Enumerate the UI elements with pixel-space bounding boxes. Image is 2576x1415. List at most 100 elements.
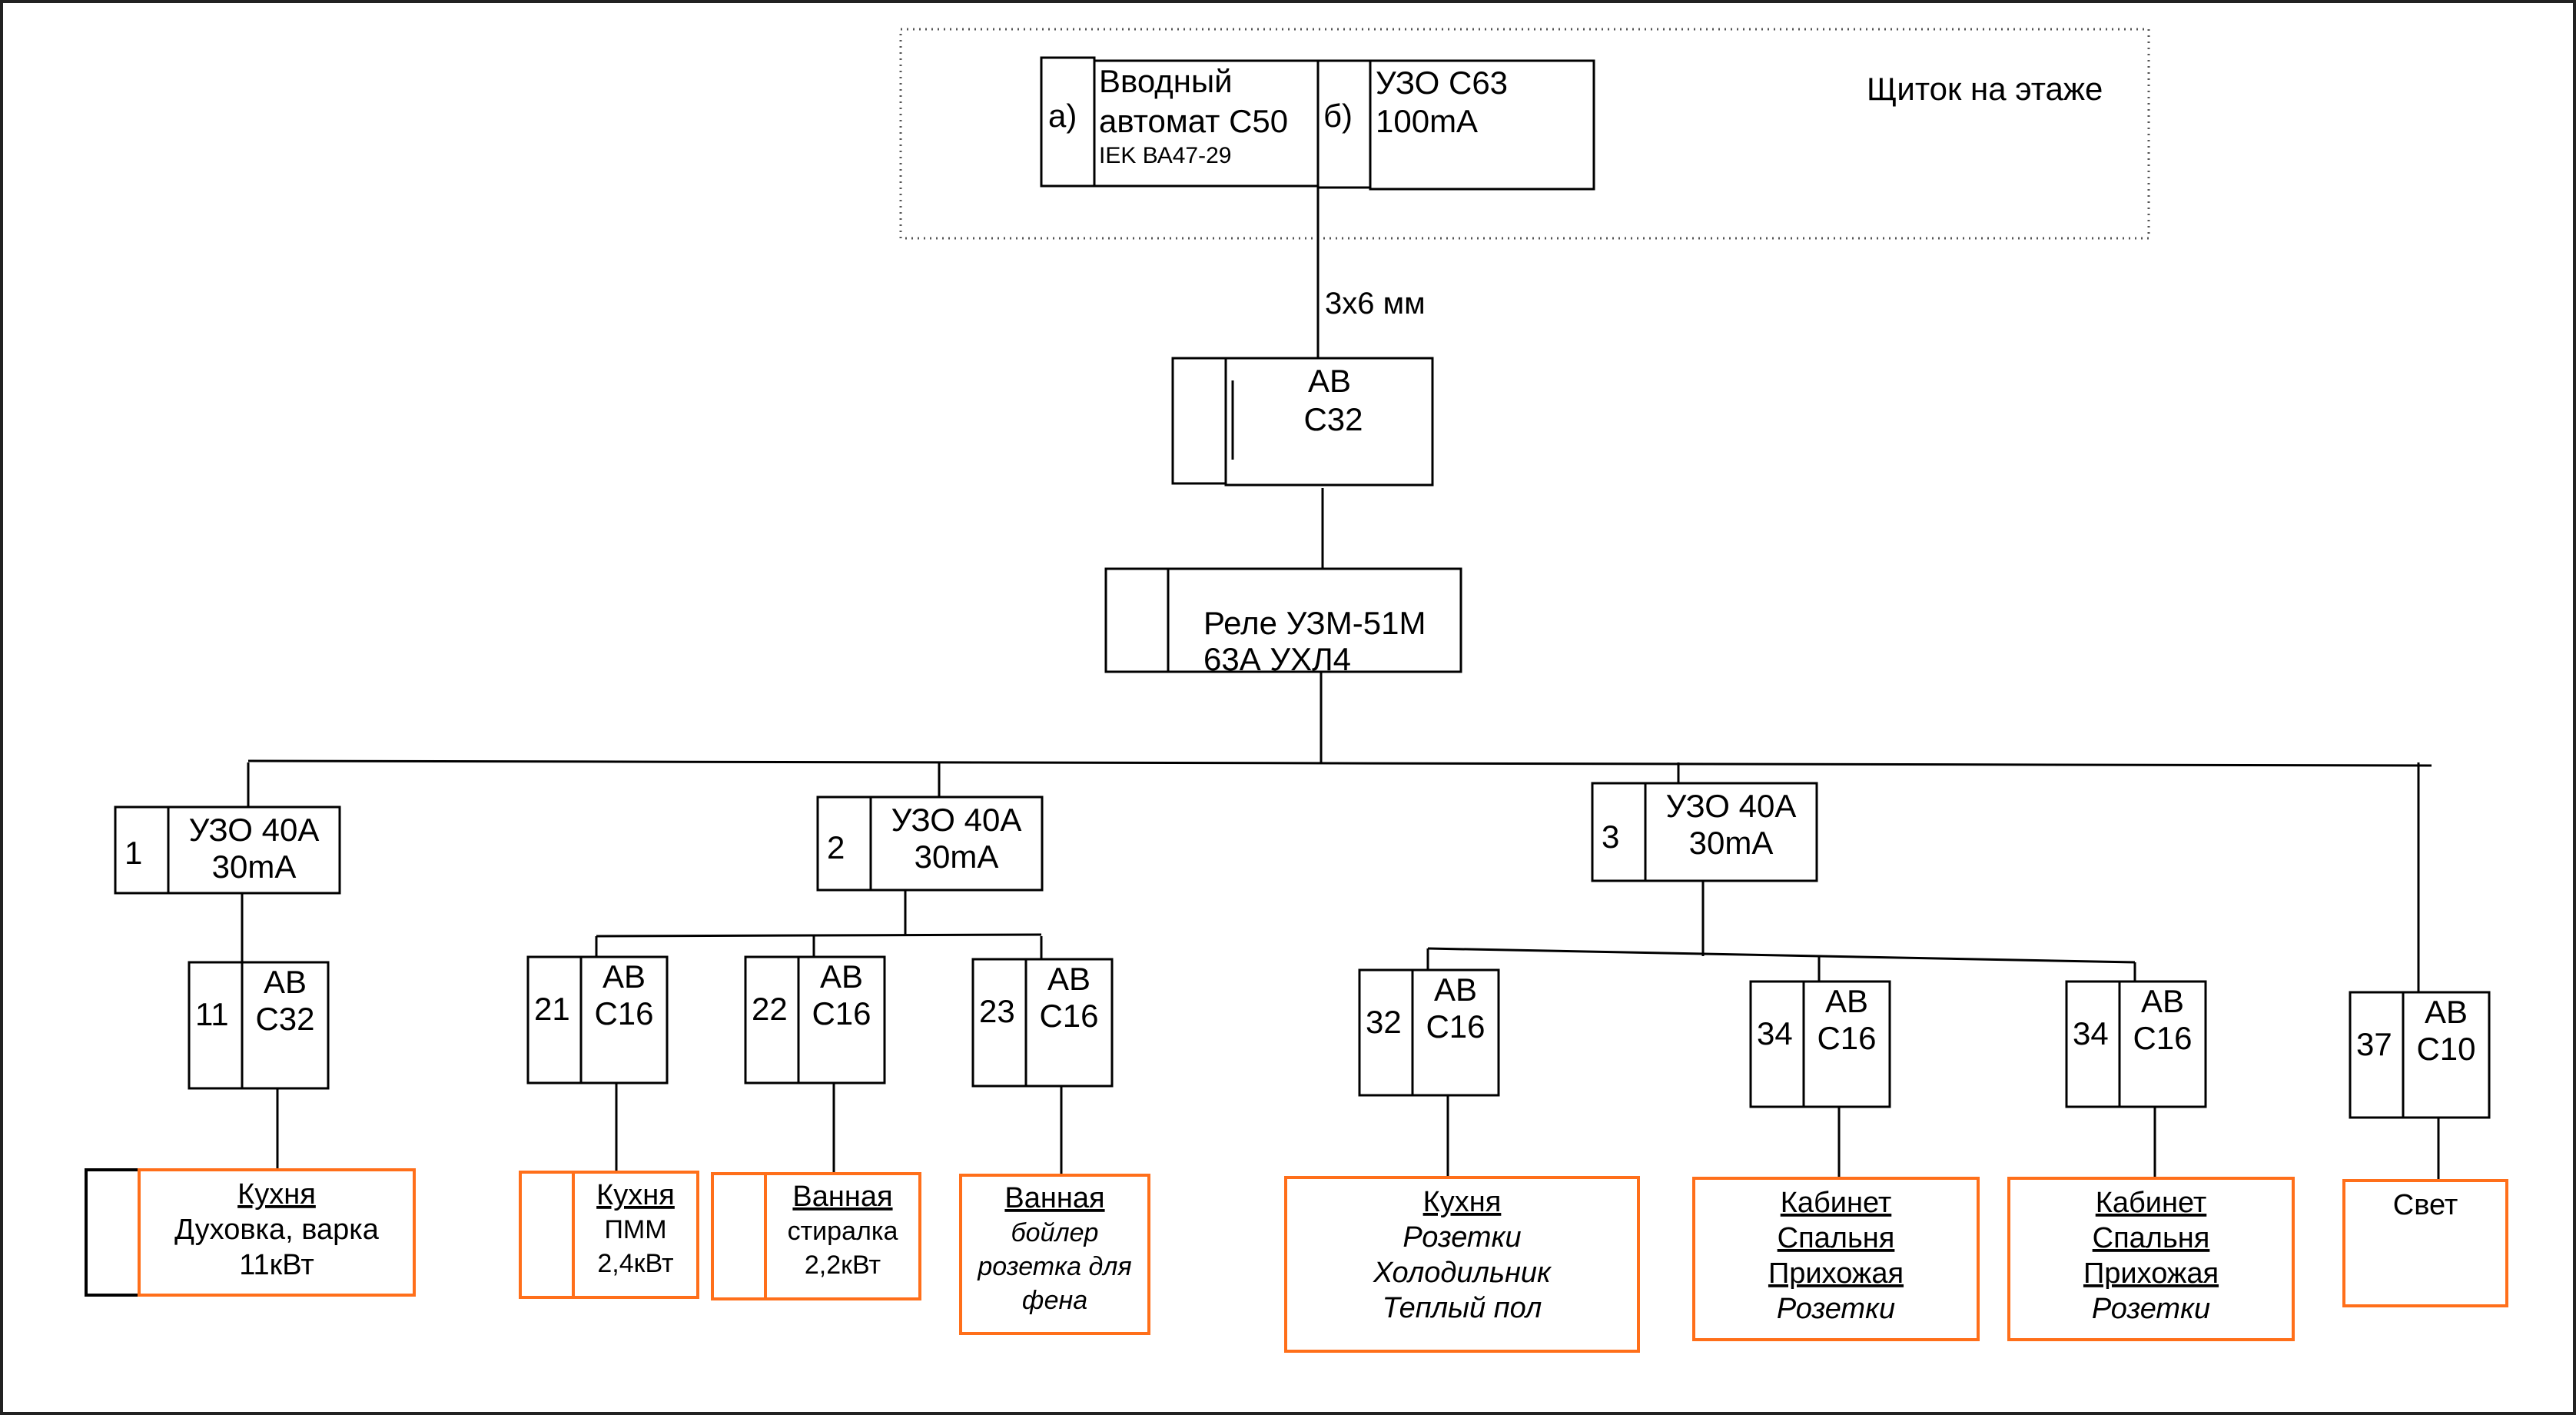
breaker-body	[579, 955, 669, 1085]
breaker-number: 22	[752, 991, 788, 1027]
apartment-breaker-left-cell	[1171, 357, 1227, 485]
breaker-type: АВ	[264, 964, 307, 1000]
breaker-number: 23	[979, 993, 1015, 1029]
floor-panel-label: Щиток на этаже	[1867, 71, 2103, 107]
floor-panel: Щиток на этаже а) Вводный автомат С50 IE…	[899, 28, 2150, 240]
breaker-type: АВ	[820, 958, 863, 995]
load-box	[1692, 1177, 1980, 1341]
main-breaker-marker-cell	[1040, 56, 1096, 188]
main-breaker-marker: а)	[1048, 98, 1077, 134]
floor-rcd-marker-cell	[1316, 59, 1372, 189]
breaker-rating: С16	[2133, 1020, 2192, 1056]
voltage-relay-body	[1167, 567, 1462, 673]
rcd-body	[1644, 782, 1818, 882]
cable-label: 3х6 мм	[1325, 287, 1426, 321]
breaker-number: 11	[195, 996, 229, 1032]
main-breaker-line-1: Вводный	[1099, 63, 1233, 99]
breaker-type: АВ	[2141, 983, 2184, 1019]
breaker-rating: С16	[1426, 1008, 1485, 1045]
breaker-number: 37	[2356, 1026, 2392, 1062]
voltage-relay-left-cell	[1104, 567, 1170, 673]
voltage-relay[interactable]: Реле УЗМ-51М 63А УХЛ4	[1104, 567, 1462, 677]
breaker-body	[1411, 968, 1500, 1097]
load-line: 2,2кВт	[805, 1251, 881, 1280]
rcd-rating: УЗО 40А	[1666, 788, 1797, 824]
rcd-number: 1	[124, 835, 142, 871]
rcd-sensitivity: 30mA	[212, 849, 297, 885]
main-bus	[247, 759, 2432, 767]
breaker-type: АВ	[1825, 983, 1868, 1019]
load-line: ПММ	[604, 1215, 666, 1244]
breaker-number-cell	[971, 958, 1027, 1088]
load-box	[959, 1174, 1150, 1335]
breaker-body	[1024, 958, 1114, 1088]
apartment-breaker[interactable]: АВ С32	[1171, 357, 1434, 487]
load-line: стиралка	[788, 1217, 898, 1246]
main-breaker[interactable]: а) Вводный автомат С50 IEK ВА47-29	[1040, 56, 1320, 188]
breaker-rating: С16	[594, 995, 653, 1031]
breaker-type: АВ	[1434, 972, 1477, 1008]
load-line: Прихожая	[1768, 1257, 1904, 1290]
load-left-cell	[711, 1172, 767, 1300]
floor-rcd[interactable]: б) УЗО С63 100mA	[1316, 59, 1595, 191]
breaker-body	[241, 961, 330, 1090]
breaker-number: 34	[1757, 1015, 1793, 1051]
voltage-relay-line-2: 63А УХЛ4	[1203, 641, 1351, 677]
rcd-number-cell	[1591, 782, 1647, 882]
breaker-type: АВ	[603, 958, 646, 995]
breaker-number: 32	[1366, 1004, 1402, 1040]
rcd-body	[869, 796, 1044, 892]
load-свет[interactable]: Свет	[2342, 1179, 2508, 1307]
rcd-number: 3	[1602, 819, 1619, 855]
load-box	[2007, 1177, 2295, 1341]
rcd-rating: УЗО 40А	[189, 812, 320, 848]
sub-bus	[596, 933, 1042, 938]
load-left-cell	[519, 1171, 575, 1299]
load-line: Розетки	[1777, 1293, 1895, 1325]
load-title: Кухня	[596, 1179, 675, 1211]
load-line: Спальня	[2093, 1222, 2210, 1254]
breaker-number-cell	[526, 955, 583, 1085]
floor-rcd-body	[1369, 59, 1595, 191]
breaker-number: 34	[2073, 1015, 2109, 1051]
floor-rcd-line-1: УЗО С63	[1376, 65, 1508, 101]
breaker-type: АВ	[2425, 994, 2468, 1030]
breaker-rating: С16	[1817, 1020, 1876, 1056]
load-line: Розетки	[2092, 1293, 2210, 1325]
load-box	[572, 1171, 699, 1299]
load-left-cell	[85, 1168, 141, 1297]
breaker-type: АВ	[1047, 961, 1090, 997]
breaker-number-cell	[1749, 980, 1805, 1108]
load-line: Духовка, варка	[174, 1214, 380, 1246]
rcd-sensitivity: 30mA	[915, 839, 999, 875]
rcd-rating: УЗО 40А	[891, 802, 1022, 838]
floor-rcd-line-2: 100mA	[1376, 103, 1478, 139]
breaker-rating: С10	[2416, 1031, 2475, 1067]
